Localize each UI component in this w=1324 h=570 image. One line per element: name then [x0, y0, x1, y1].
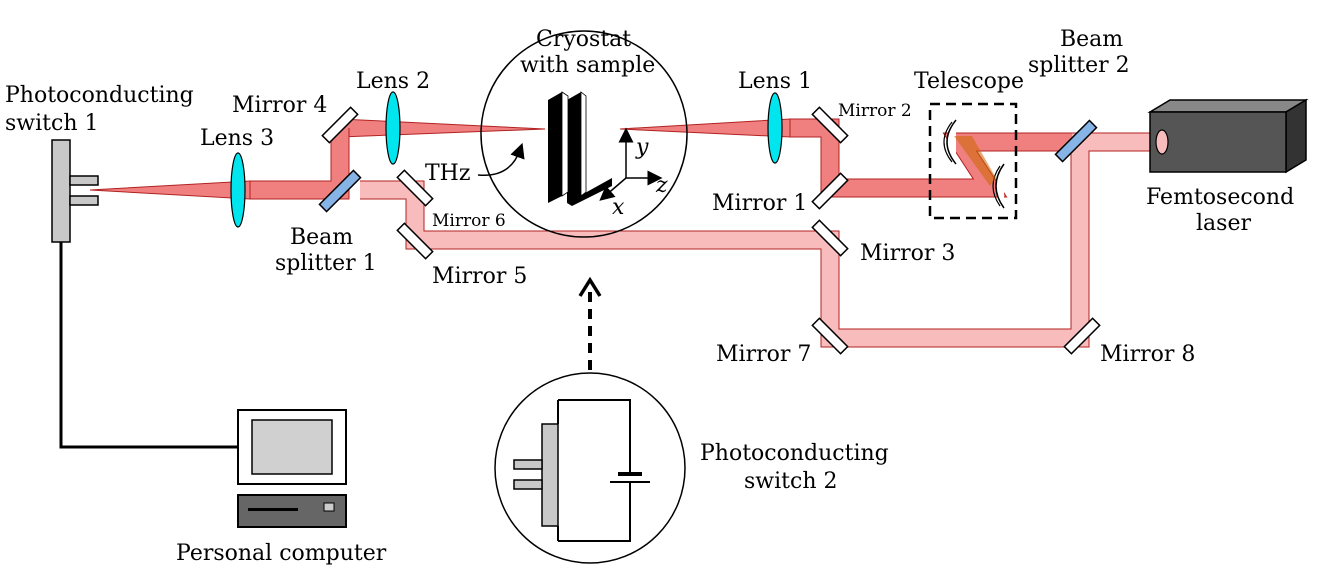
femtosecond-laser-label-line2: laser — [1196, 211, 1251, 236]
thz-label: THz — [425, 161, 470, 186]
mirror-6 — [396, 169, 434, 207]
mirror-8-label: Mirror 8 — [1100, 342, 1195, 367]
switch-1-label-line1: Photoconducting — [5, 83, 194, 108]
photoconducting-switch-1 — [51, 139, 238, 449]
switch-2-label-line2: switch 2 — [744, 469, 837, 494]
mirror-6-label: Mirror 6 — [432, 211, 506, 231]
switch-2-label-line1: Photoconducting — [700, 441, 889, 466]
beam-splitter-1-label-line1: Beam — [290, 225, 353, 250]
lens-3-label: Lens 3 — [200, 126, 274, 151]
thz-arrow — [477, 142, 525, 177]
axes — [599, 127, 663, 201]
personal-computer-icon — [237, 409, 347, 528]
lens-3 — [230, 152, 246, 228]
cryostat-label-line1: Cryostat — [536, 27, 631, 52]
beam-splitter-2-label-line1: Beam — [1060, 27, 1123, 52]
femtosecond-laser-label-line1: Femtosecond — [1146, 185, 1294, 210]
mirror-5-label: Mirror 5 — [432, 264, 527, 289]
personal-computer-label: Personal computer — [176, 541, 387, 566]
mirror-2-label: Mirror 2 — [838, 101, 912, 121]
cryostat-label-line2: with sample — [520, 53, 655, 78]
beam-splitter-2-label-line2: splitter 2 — [1028, 53, 1130, 78]
switch-1-label-line2: switch 1 — [5, 111, 98, 136]
mirror-7 — [811, 317, 849, 355]
mirror-3-label: Mirror 3 — [860, 241, 955, 266]
sample — [548, 91, 612, 206]
telescope-label: Telescope — [914, 69, 1024, 94]
mirror-7-label: Mirror 7 — [716, 342, 811, 367]
lens-1 — [767, 92, 783, 164]
telescope — [928, 102, 1018, 220]
beam-splitter-1 — [318, 169, 362, 213]
mirror-3 — [811, 219, 849, 257]
axis-y-label: y — [635, 135, 649, 160]
detection-arrowhead — [578, 276, 602, 297]
lens-1-label: Lens 1 — [738, 69, 812, 94]
mirror-1-label: Mirror 1 — [712, 191, 807, 216]
axis-x-label: x — [612, 195, 625, 220]
mirror-8 — [1063, 317, 1101, 355]
probe-beam — [360, 132, 1150, 348]
femtosecond-laser — [1147, 98, 1309, 174]
beam-splitter-1-label-line2: splitter 1 — [275, 251, 377, 276]
switch-2-circle — [494, 372, 686, 564]
lens-2 — [385, 91, 401, 165]
mirror-5 — [396, 222, 434, 260]
mirror-2 — [811, 106, 849, 144]
mirror-4-label: Mirror 4 — [232, 93, 327, 118]
lens-2-label: Lens 2 — [356, 69, 430, 94]
cryostat-circle — [480, 30, 688, 238]
mirror-4 — [321, 106, 359, 144]
axis-z-label: z — [655, 173, 668, 198]
photoconducting-switch-2 — [513, 399, 650, 542]
mirror-1 — [811, 172, 849, 210]
beam-splitter-2 — [1054, 119, 1098, 163]
